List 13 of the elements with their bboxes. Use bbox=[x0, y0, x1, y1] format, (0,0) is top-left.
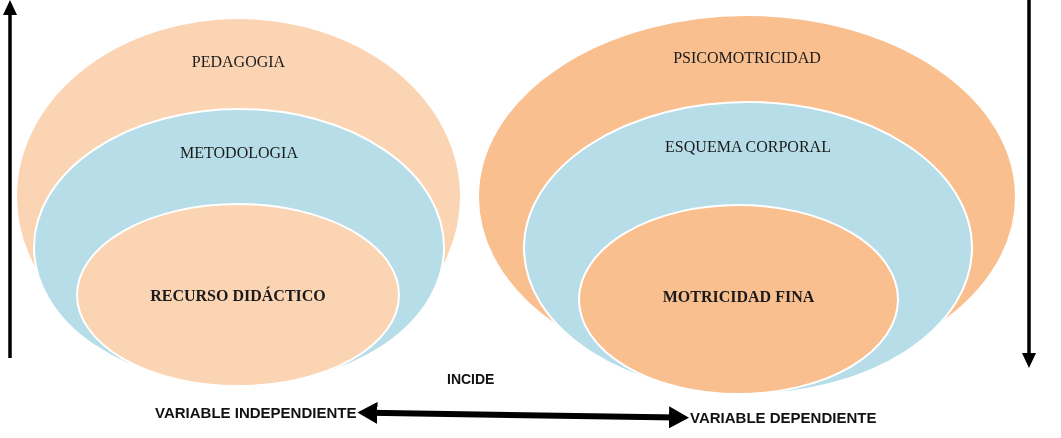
variable-label: VARIABLE INDEPENDIENTE bbox=[155, 404, 357, 422]
middle-ellipse bbox=[523, 101, 973, 395]
inner-ellipse bbox=[578, 204, 899, 395]
variable-label: VARIABLE DEPENDIENTE bbox=[690, 409, 877, 427]
concept-label: PEDAGOGIA bbox=[191, 53, 286, 72]
concept-label: ESQUEMA CORPORAL bbox=[665, 138, 831, 157]
concept-label: PSICOMOTRICIDAD bbox=[673, 49, 821, 68]
concept-label: MOTRICIDAD FINA bbox=[662, 288, 815, 307]
double-arrow bbox=[357, 401, 690, 429]
inner-ellipse bbox=[76, 203, 400, 387]
concept-label: RECURSO DIDÁCTICO bbox=[150, 287, 326, 306]
concept-label: METODOLOGIA bbox=[180, 144, 298, 163]
middle-ellipse bbox=[33, 108, 445, 387]
